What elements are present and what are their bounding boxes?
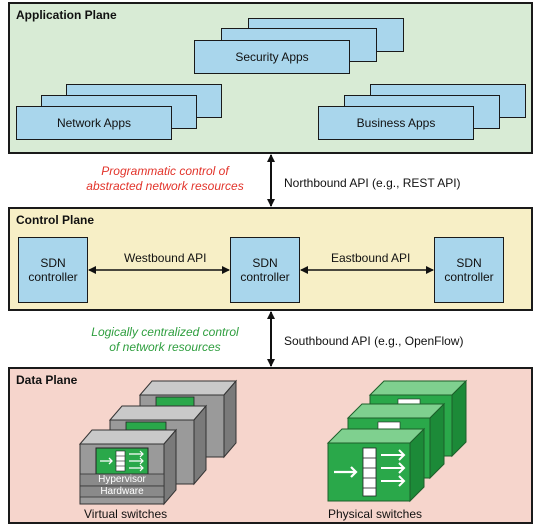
sdn-controller-center-line1: SDN: [252, 256, 278, 270]
northbound-description: Programmatic control of abstracted netwo…: [60, 164, 270, 194]
hypervisor-label: Hypervisor: [98, 474, 146, 485]
hardware-label: Hardware: [100, 486, 144, 497]
sdn-controller-left-line1: SDN: [40, 256, 66, 270]
southbound-description: Logically centralized control of network…: [60, 325, 270, 355]
sdn-controller-center-line2: controller: [240, 270, 290, 284]
data-plane-title: Data Plane: [16, 373, 78, 387]
physical-switches-label: Physical switches: [328, 507, 423, 521]
control-plane-title: Control Plane: [16, 213, 95, 227]
sdn-controller-right-line1: SDN: [456, 256, 482, 270]
business-apps-card[interactable]: Business Apps: [318, 106, 474, 140]
sdn-controller-center[interactable]: SDN controller: [230, 237, 300, 303]
physical-switch-front: [326, 427, 426, 503]
network-apps-card[interactable]: Network Apps: [16, 106, 172, 140]
westbound-api-label: Westbound API: [124, 251, 207, 265]
northbound-api-label: Northbound API (e.g., REST API): [284, 176, 461, 190]
security-apps-card[interactable]: Security Apps: [194, 40, 350, 74]
southbound-description-line2: of network resources: [109, 340, 221, 354]
sdn-controller-left-line2: controller: [28, 270, 78, 284]
northbound-description-line2: abstracted network resources: [86, 179, 244, 193]
sdn-controller-right-line2: controller: [444, 270, 494, 284]
sdn-controller-left[interactable]: SDN controller: [18, 237, 88, 303]
virtual-switches-label: Virtual switches: [84, 507, 168, 521]
eastbound-api-label: Eastbound API: [331, 251, 411, 265]
security-apps-label: Security Apps: [235, 50, 309, 64]
network-apps-label: Network Apps: [56, 116, 132, 130]
application-plane-title: Application Plane: [16, 8, 117, 22]
southbound-api-label: Southbound API (e.g., OpenFlow): [284, 334, 464, 348]
northbound-description-line1: Programmatic control of: [101, 164, 229, 178]
virtual-switch-front: [78, 428, 178, 506]
sdn-controller-right[interactable]: SDN controller: [434, 237, 504, 303]
southbound-description-line1: Logically centralized control: [91, 325, 239, 339]
business-apps-label: Business Apps: [356, 116, 436, 130]
